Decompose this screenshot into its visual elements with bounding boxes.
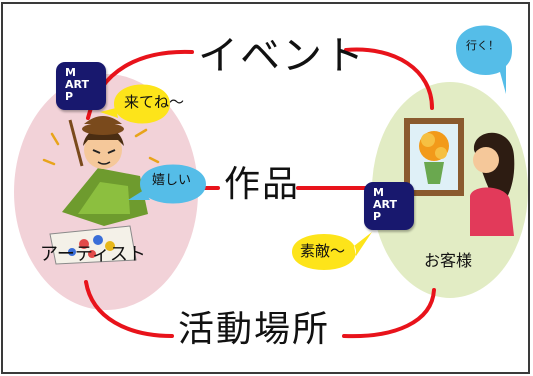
venue-connector-right — [342, 288, 436, 339]
logo-line-p: P — [65, 90, 74, 103]
bubble-text-ureshii: 嬉しい — [152, 173, 192, 188]
bubble-text-kitene: 来てね～ — [124, 93, 185, 111]
bubble-text-iku: 行く！ — [466, 39, 499, 52]
logo-line-art: ART — [65, 78, 89, 91]
guest-label: お客様 — [424, 251, 473, 270]
guest-bubble-iku — [456, 25, 512, 94]
logo-line-m: M — [65, 66, 76, 79]
artist-bubble-ureshii — [128, 164, 206, 204]
artist-painting-illustration — [42, 116, 160, 226]
venue-connector-left — [84, 280, 174, 338]
artist-bubble-kitene — [100, 84, 170, 124]
event-connector-right — [344, 47, 434, 110]
m-art-p-logo-guest: M ART P — [364, 182, 414, 230]
logo-line-p: P — [373, 210, 382, 223]
artist-label: アーティスト — [40, 244, 146, 265]
venue-label: 活動場所 — [178, 309, 331, 350]
work-label: 作品 — [224, 164, 301, 205]
event-label: イベント — [198, 33, 366, 79]
logo-line-art: ART — [373, 198, 397, 211]
woman-viewing-illustration — [404, 118, 515, 236]
logo-line-m: M — [373, 186, 384, 199]
bubble-text-suteki: 素敵～ — [300, 242, 346, 260]
m-art-p-logo-artist: M ART P — [56, 62, 106, 110]
guest-bubble-suteki — [292, 232, 372, 270]
flower-painting-illustration — [49, 225, 137, 265]
